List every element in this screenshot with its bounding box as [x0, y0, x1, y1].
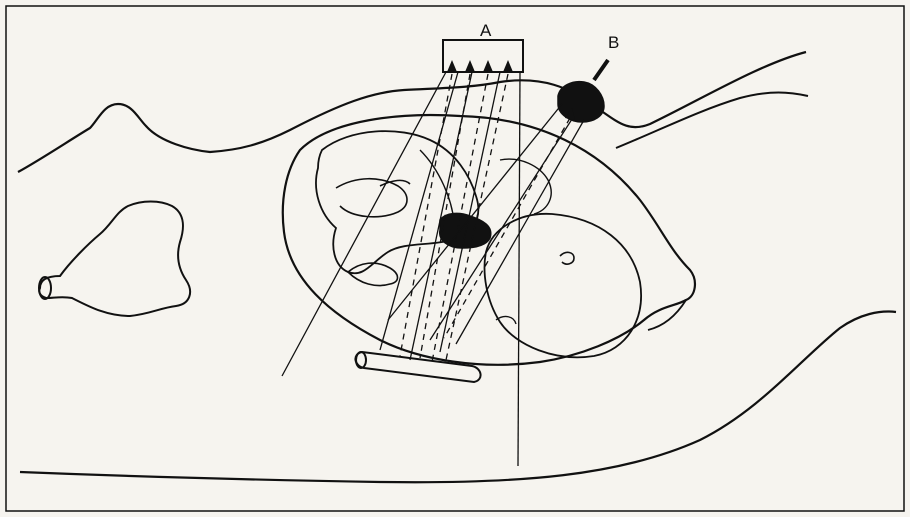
- transducer-a: [443, 40, 523, 72]
- beam-a-line: [518, 72, 520, 466]
- label-transducer-a: A: [480, 22, 491, 39]
- target-region: [440, 213, 491, 248]
- maternal-back-outline: [20, 312, 896, 483]
- rod-outline: [355, 352, 480, 382]
- rod-object: [355, 352, 480, 382]
- arrow-icon: [483, 60, 493, 72]
- arrow-icon: [447, 60, 457, 72]
- arrow-icon: [465, 60, 475, 72]
- cervix-contour: [648, 300, 686, 330]
- transducer-b: [558, 82, 604, 122]
- organ-outline: [39, 202, 190, 317]
- fetus-limb-line: [420, 150, 454, 222]
- transducer-b-cable: [594, 60, 608, 80]
- fetus-shoulder: [500, 159, 551, 214]
- maternal-body-outline: [18, 52, 806, 172]
- arrow-icon: [503, 60, 513, 72]
- beam-b-line: [388, 104, 562, 320]
- rod-end: [356, 352, 366, 368]
- echo-arrowheads: [447, 60, 513, 72]
- label-transducer-b: B: [608, 34, 619, 51]
- beam-a-line: [380, 72, 458, 350]
- fetus-ear: [560, 252, 574, 264]
- fetus-hand: [348, 263, 398, 285]
- abdomen-contour: [616, 93, 808, 149]
- fetus-head: [485, 214, 642, 357]
